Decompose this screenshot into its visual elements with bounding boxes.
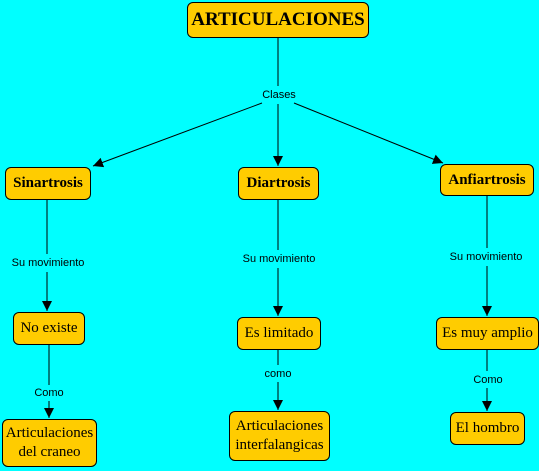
link-label-clases: Clases	[261, 89, 297, 101]
node-sinartrosis: Sinartrosis	[5, 167, 91, 200]
node-articulaciones-craneo: Articulaciones del craneo	[2, 419, 97, 467]
node-el-hombro: El hombro	[450, 412, 525, 445]
arrow-clases-anfiartrosis	[293, 102, 444, 164]
node-no-existe: No existe	[13, 312, 85, 345]
root-node-articulaciones: ARTICULACIONES	[187, 2, 369, 38]
node-es-limitado: Es limitado	[237, 317, 321, 350]
node-diartrosis: Diartrosis	[238, 167, 319, 200]
node-articulaciones-interfalangicas: Articulaciones interfalangicas	[229, 411, 330, 461]
link-label-como-right: Como	[472, 374, 504, 386]
link-label-su-movimiento-right: Su movimiento	[448, 251, 524, 263]
node-anfiartrosis: Anfiartrosis	[440, 164, 534, 196]
link-label-su-movimiento-left: Su movimiento	[10, 257, 86, 269]
link-label-su-movimiento-middle: Su movimiento	[241, 253, 317, 265]
node-es-muy-amplio: Es muy amplio	[436, 317, 539, 350]
link-label-como-left: Como	[33, 387, 65, 399]
arrow-clases-sinartrosis	[92, 102, 263, 168]
link-label-como-middle: como	[263, 368, 293, 380]
